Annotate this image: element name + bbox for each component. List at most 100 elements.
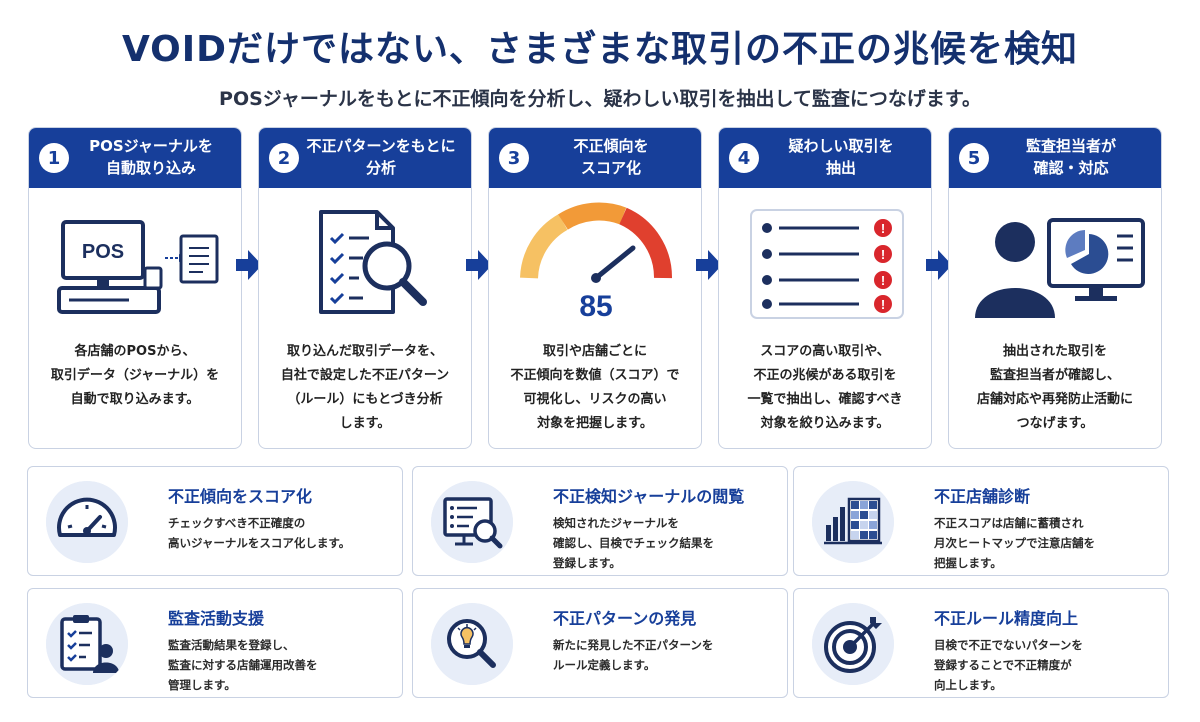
description-line: 監査に対する店舗運用改善を <box>168 658 318 673</box>
checklist-search-icon <box>319 210 427 314</box>
alert-list-icon: ! ! ! ! <box>750 209 904 319</box>
step-header: 2 不正パターンをもとに 分析 <box>259 128 471 188</box>
description-line: 管理します。 <box>168 678 236 693</box>
heatmap-icon <box>812 481 894 563</box>
pos-register-icon: POS <box>57 220 219 314</box>
flow-arrow-icon <box>466 250 492 280</box>
target-icon <box>812 603 894 685</box>
step-header: 1 POSジャーナルを 自動取り込み <box>29 128 241 188</box>
description-line: 監査担当者が確認し、 <box>989 368 1120 384</box>
step-title: 不正パターンをもとに 分析 <box>299 136 471 180</box>
description-line: 登録することで不正精度が <box>934 658 1072 673</box>
step-title: POSジャーナルを 自動取り込み <box>69 136 241 180</box>
feature-description: 監査活動結果を登録し、 監査に対する店舗運用改善を 管理します。 <box>168 635 318 695</box>
step-title: 不正傾向を スコア化 <box>529 136 701 180</box>
description-line: 監査活動結果を登録し、 <box>168 638 295 652</box>
score-value: 85 <box>579 290 612 320</box>
description-line: 検知されたジャーナルを <box>553 516 679 530</box>
step-title-line: 自動取り込み <box>105 159 196 177</box>
description-line: チェックすべき不正確度の <box>168 516 306 530</box>
step-description: 各店舗のPOSから、 取引データ（ジャーナル）を 自動で取り込みます。 <box>35 340 235 412</box>
description-line: 抽出された取引を <box>1002 344 1107 359</box>
description-line: 対象を把握します。 <box>537 416 653 432</box>
feature-title: 不正店舗診断 <box>934 487 1031 506</box>
step-description: 取り込んだ取引データを、 自社で設定した不正パターン （ルール）にもとづき分析 … <box>265 340 465 436</box>
step-title-line: 不正傾向を <box>573 137 649 156</box>
description-line: 不正の兆候がある取引を <box>753 368 897 384</box>
description-line: 自動で取り込みます。 <box>70 392 200 408</box>
description-line: 対象を絞り込みます。 <box>760 416 890 432</box>
step-description: 取引や店舗ごとに 不正傾向を数値（スコア）で 可視化し、リスクの高い 対象を把握… <box>495 340 695 436</box>
pos-label: POS <box>82 241 124 263</box>
feature-description: 検知されたジャーナルを 確認し、目検でチェック結果を 登録します。 <box>553 513 714 573</box>
step-header: 3 不正傾向を スコア化 <box>489 128 701 188</box>
description-line: ルール定義します。 <box>553 658 656 673</box>
svg-text:!: ! <box>881 297 885 312</box>
step-title-line: 分析 <box>365 159 396 177</box>
step-card-1: 1 POSジャーナルを 自動取り込み POS 各店舗のPOSから、 取引データ（… <box>28 127 242 449</box>
step-number: 4 <box>729 143 759 173</box>
step-description: スコアの高い取引や、 不正の兆候がある取引を 一覧で抽出し、確認すべき 対象を絞… <box>725 340 925 436</box>
feature-description: チェックすべき不正確度の 高いジャーナルをスコア化します。 <box>168 513 350 553</box>
description-line: （ルール）にもとづき分析 <box>287 392 443 408</box>
description-line: つなげます。 <box>1016 416 1094 432</box>
step-number: 2 <box>269 143 299 173</box>
gauge-icon: 85 <box>520 202 673 320</box>
description-line: 可視化し、リスクの高い <box>523 392 667 408</box>
step-title-line: 監査担当者が <box>1025 137 1116 156</box>
flow-arrow-icon <box>236 250 262 280</box>
step-title-line: 確認・対応 <box>1033 159 1109 177</box>
step-title: 監査担当者が 確認・対応 <box>989 136 1161 180</box>
auditor-monitor-icon <box>975 218 1145 318</box>
step-title: 疑わしい取引を 抽出 <box>759 136 931 180</box>
step-number: 3 <box>499 143 529 173</box>
step-description: 抽出された取引を 監査担当者が確認し、 店舗対応や再発防止活動に つなげます。 <box>955 340 1155 436</box>
feature-description: 目検で不正でないパターンを 登録することで不正精度が 向上します。 <box>934 635 1083 695</box>
svg-text:!: ! <box>881 221 885 236</box>
description-line: 店舗対応や再発防止活動に <box>976 392 1133 408</box>
description-line: 確認し、目検でチェック結果を <box>553 536 714 551</box>
step-title-line: POSジャーナルを <box>89 137 213 156</box>
step-number: 5 <box>959 143 989 173</box>
lightbulb-search-icon <box>431 603 513 685</box>
feature-title: 不正検知ジャーナルの閲覧 <box>553 487 745 506</box>
svg-text:!: ! <box>881 273 885 288</box>
step-card-4: 4 疑わしい取引を 抽出 ! ! ! ! スコアの高い取引や、 不正の兆候がある… <box>718 127 932 449</box>
description-line: 目検で不正でないパターンを <box>934 638 1083 652</box>
step-title-line: スコア化 <box>580 159 641 177</box>
step-card-3: 3 不正傾向を スコア化 85 取引や店舗ごとに 不正傾向を数値（スコア）で 可… <box>488 127 702 449</box>
step-header: 4 疑わしい取引を 抽出 <box>719 128 931 188</box>
feature-description: 不正スコアは店舗に蓄積され 月次ヒートマップで注意店舗を 把握します。 <box>934 513 1095 573</box>
feature-title: 監査活動支援 <box>168 609 265 628</box>
step-header: 5 監査担当者が 確認・対応 <box>949 128 1161 188</box>
feature-title: 不正パターンの発見 <box>553 609 697 628</box>
description-line: 各店舗のPOSから、 <box>74 344 196 359</box>
description-line: 登録します。 <box>553 556 621 571</box>
description-line: 月次ヒートマップで注意店舗を <box>934 536 1095 551</box>
feature-card-rule-accuracy: 不正ルール精度向上 目検で不正でないパターンを 登録することで不正精度が 向上し… <box>793 588 1169 698</box>
svg-text:!: ! <box>881 247 885 262</box>
feature-card-pattern-discovery: 不正パターンの発見 新たに発見した不正パターンを ルール定義します。 <box>412 588 788 698</box>
description-line: 取り込んだ取引データを、 <box>286 344 443 359</box>
flow-arrow-icon <box>926 250 952 280</box>
page-title: VOIDだけではない、さまざまな取引の不正の兆候を検知 <box>121 29 1079 70</box>
description-line: 新たに発見した不正パターンを <box>553 638 714 652</box>
feature-card-score: 不正傾向をスコア化 チェックすべき不正確度の 高いジャーナルをスコア化します。 <box>27 466 403 576</box>
step-number: 1 <box>39 143 69 173</box>
step-card-5: 5 監査担当者が 確認・対応 抽出された取引を 監査担当者が確認し、 店舗対応や… <box>948 127 1162 449</box>
description-line: 一覧で抽出し、確認すべき <box>747 392 903 408</box>
description-line: 取引データ（ジャーナル）を <box>50 368 220 384</box>
description-line: 向上します。 <box>934 678 1002 693</box>
feature-card-audit-support: 監査活動支援 監査活動結果を登録し、 監査に対する店舗運用改善を 管理します。 <box>27 588 403 698</box>
flow-arrow-icon <box>696 250 722 280</box>
description-line: 不正傾向を数値（スコア）で <box>510 368 680 384</box>
feature-card-store-diagnosis: 不正店舗診断 不正スコアは店舗に蓄積され 月次ヒートマップで注意店舗を 把握しま… <box>793 466 1169 576</box>
journal-search-icon <box>431 481 513 563</box>
description-line: 把握します。 <box>934 556 1002 571</box>
gauge-icon <box>46 481 128 563</box>
description-line: スコアの高い取引や、 <box>760 344 890 359</box>
step-title-line: 不正パターンをもとに <box>306 137 456 156</box>
feature-title: 不正傾向をスコア化 <box>168 487 313 506</box>
description-line: 高いジャーナルをスコア化します。 <box>168 536 351 551</box>
clipboard-user-icon <box>46 603 128 685</box>
